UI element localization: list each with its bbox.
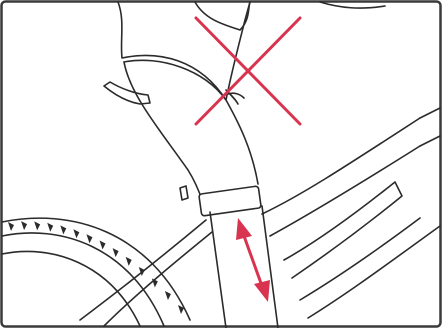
tire-tread xyxy=(47,223,53,232)
rider-leg-back xyxy=(124,62,202,200)
down-tube xyxy=(284,182,402,278)
tire-tread xyxy=(34,221,40,230)
rear-rim xyxy=(2,251,140,326)
tire-tread xyxy=(126,257,132,266)
down-tube-inner xyxy=(300,218,440,318)
seatpost-clamp xyxy=(199,186,261,216)
tire-tread xyxy=(21,221,27,230)
tire-treads xyxy=(8,221,184,314)
tire-tread xyxy=(165,291,171,300)
tire-tread xyxy=(73,229,79,238)
red-x-icon xyxy=(196,18,300,124)
rider-shoulder xyxy=(320,2,385,8)
saddle xyxy=(104,82,150,104)
tire-tread xyxy=(113,248,119,257)
clamp-bolt xyxy=(180,186,188,200)
tire-tread xyxy=(100,241,106,250)
tire-tread xyxy=(60,225,66,234)
top-tube-edge xyxy=(420,108,440,146)
tire-tread xyxy=(8,222,14,231)
top-tube xyxy=(262,118,420,236)
rear-tire-inner xyxy=(2,233,164,326)
tire-tread xyxy=(86,234,92,243)
rider-leg-front xyxy=(124,60,258,184)
seat-tube xyxy=(210,206,278,328)
